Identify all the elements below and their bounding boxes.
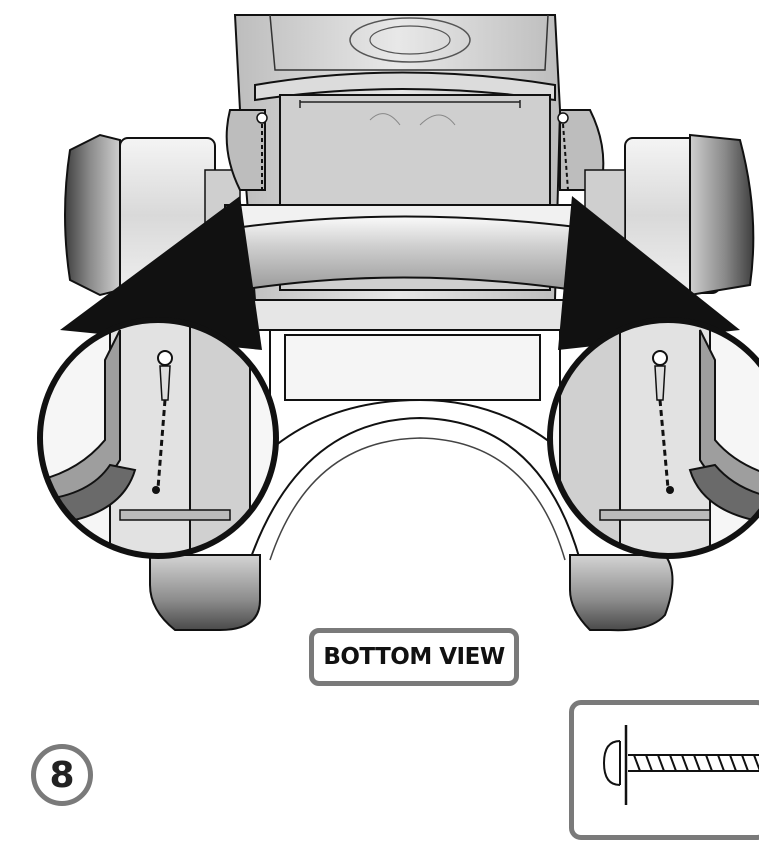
parts-box bbox=[569, 700, 759, 840]
detail-circle-right bbox=[547, 317, 759, 559]
lower-frame bbox=[249, 299, 581, 561]
view-label-text: BOTTOM VIEW bbox=[323, 644, 505, 670]
zoom-wedge-right bbox=[558, 196, 740, 350]
detail-circle-left bbox=[37, 317, 279, 559]
top-screws bbox=[256, 112, 569, 191]
view-label: BOTTOM VIEW bbox=[309, 628, 519, 686]
lower-left-wheel bbox=[149, 554, 261, 631]
cross-bar bbox=[224, 204, 587, 292]
assembly-illustration bbox=[37, 14, 759, 632]
step-number-text: 8 bbox=[49, 754, 75, 796]
zoom-wedge-left bbox=[60, 196, 262, 350]
right-wheel bbox=[559, 109, 755, 297]
lower-right-wheel bbox=[569, 554, 674, 632]
phillips-screw-icon bbox=[602, 725, 759, 805]
step-number-badge: 8 bbox=[31, 744, 93, 806]
